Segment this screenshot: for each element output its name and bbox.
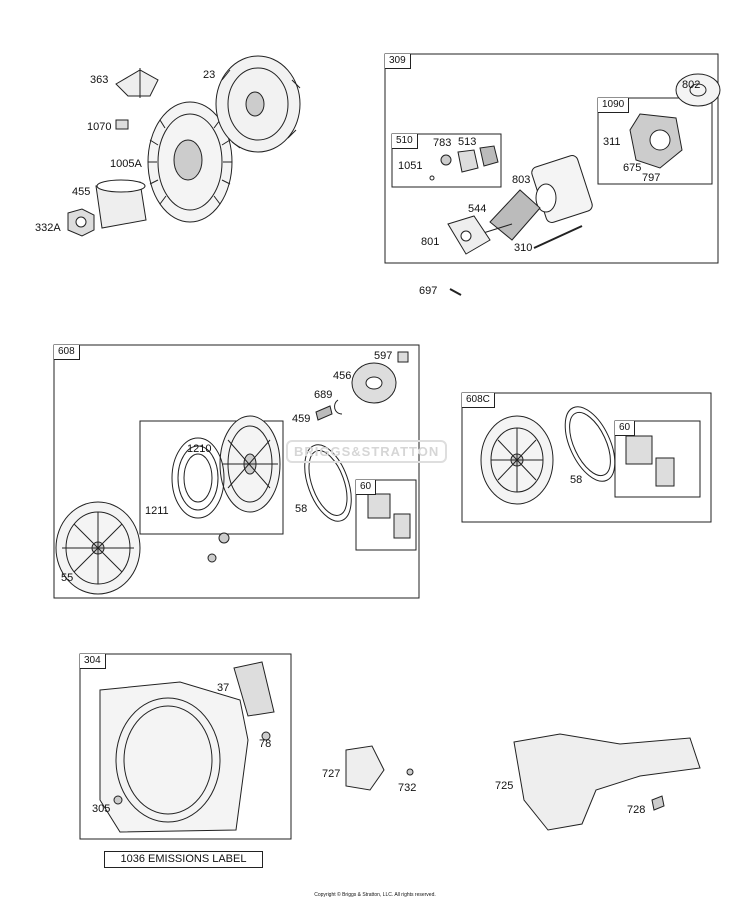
box-label-608: 608	[54, 345, 80, 360]
callout-23: 23	[203, 69, 216, 81]
callout-58b: 58	[570, 474, 583, 486]
callout-455: 455	[72, 186, 91, 198]
callout-1070: 1070	[87, 121, 112, 133]
pawl-459-part	[315, 405, 333, 421]
screw-part	[218, 532, 230, 544]
callout-1005A: 1005A	[110, 158, 142, 170]
callout-783: 783	[433, 137, 452, 149]
label-37-part	[233, 661, 275, 717]
callout-1051: 1051	[398, 160, 423, 172]
callout-311: 311	[603, 136, 621, 148]
blower-housing-group	[79, 653, 292, 840]
frame-608	[53, 344, 420, 599]
housing-304-part	[99, 681, 249, 833]
callout-78: 78	[259, 738, 272, 750]
callout-725: 725	[495, 780, 514, 792]
callout-732: 732	[398, 782, 417, 794]
brand-watermark: BRIGGS&STRATTON	[286, 440, 448, 463]
armature-544-part	[489, 189, 541, 241]
callout-803: 803	[512, 174, 531, 186]
callout-513: 513	[458, 136, 477, 148]
callout-544: 544	[468, 203, 487, 215]
flywheel-group	[67, 55, 301, 237]
callout-697: 697	[419, 285, 438, 297]
callout-459: 459	[292, 413, 311, 425]
fan-retainer-part	[115, 69, 159, 97]
bottom-parts-group	[345, 733, 701, 831]
callout-310: 310	[514, 242, 533, 254]
callout-675: 675	[623, 162, 642, 174]
frame-inner-1210	[139, 420, 284, 535]
callout-1210: 1210	[187, 443, 212, 455]
screw-728-part	[651, 795, 665, 811]
callout-727: 727	[322, 768, 341, 780]
bolt-1070-part	[115, 119, 129, 130]
callout-597: 597	[374, 350, 393, 362]
handle-60a-part	[367, 493, 391, 519]
frame-304	[79, 653, 292, 840]
spring-689-part	[334, 399, 343, 415]
box-label-608C: 608C	[462, 393, 495, 408]
callout-363: 363	[90, 74, 109, 86]
box-label-1090: 1090	[598, 98, 630, 113]
callout-797: 797	[642, 172, 661, 184]
spring-1211-part	[171, 437, 225, 519]
screw-732-part	[406, 768, 414, 776]
handle-60b-part	[625, 435, 653, 465]
callout-58a: 58	[295, 503, 308, 515]
starter-motor-group	[384, 53, 721, 296]
rewind-starter-group	[53, 344, 420, 599]
box-label-60a: 60	[356, 480, 377, 495]
callout-689: 689	[314, 389, 333, 401]
frame-608C	[461, 392, 712, 523]
copyright-notice: Copyright © Briggs & Stratton, LLC. All …	[314, 892, 436, 898]
callout-37: 37	[217, 682, 230, 694]
plate-802-part	[675, 73, 721, 107]
rope-58b-part	[564, 406, 616, 482]
callout-1211: 1211	[145, 505, 169, 517]
box-label-309: 309	[385, 54, 411, 69]
emissions-label-box: 1036 EMISSIONS LABEL	[104, 851, 263, 868]
box-label-60b: 60	[615, 421, 636, 436]
pinion-part	[457, 149, 479, 173]
bolt-597-part	[397, 351, 409, 363]
box-label-304: 304	[80, 654, 106, 669]
rope-58a-part	[304, 444, 352, 522]
bolt-310-part	[533, 225, 583, 249]
frame-510	[391, 133, 502, 188]
box-label-510: 510	[392, 134, 418, 149]
callout-332A: 332A	[35, 222, 61, 234]
frame-1090	[597, 97, 713, 185]
screw-78-part	[261, 731, 271, 741]
callout-305: 305	[92, 803, 111, 815]
callout-456: 456	[333, 370, 352, 382]
callout-801: 801	[421, 236, 440, 248]
callout-728: 728	[627, 804, 646, 816]
rewind-starter-608C-group	[461, 392, 712, 523]
frame-309	[384, 53, 719, 264]
cover-727-part	[345, 745, 385, 791]
frame-60a	[355, 479, 417, 551]
callout-802: 802	[682, 79, 701, 91]
screw-305-part	[113, 795, 123, 805]
callout-55: 55	[61, 572, 74, 584]
shroud-725-part	[513, 733, 701, 831]
screw-697-part	[449, 288, 462, 296]
gear-part	[440, 154, 452, 166]
